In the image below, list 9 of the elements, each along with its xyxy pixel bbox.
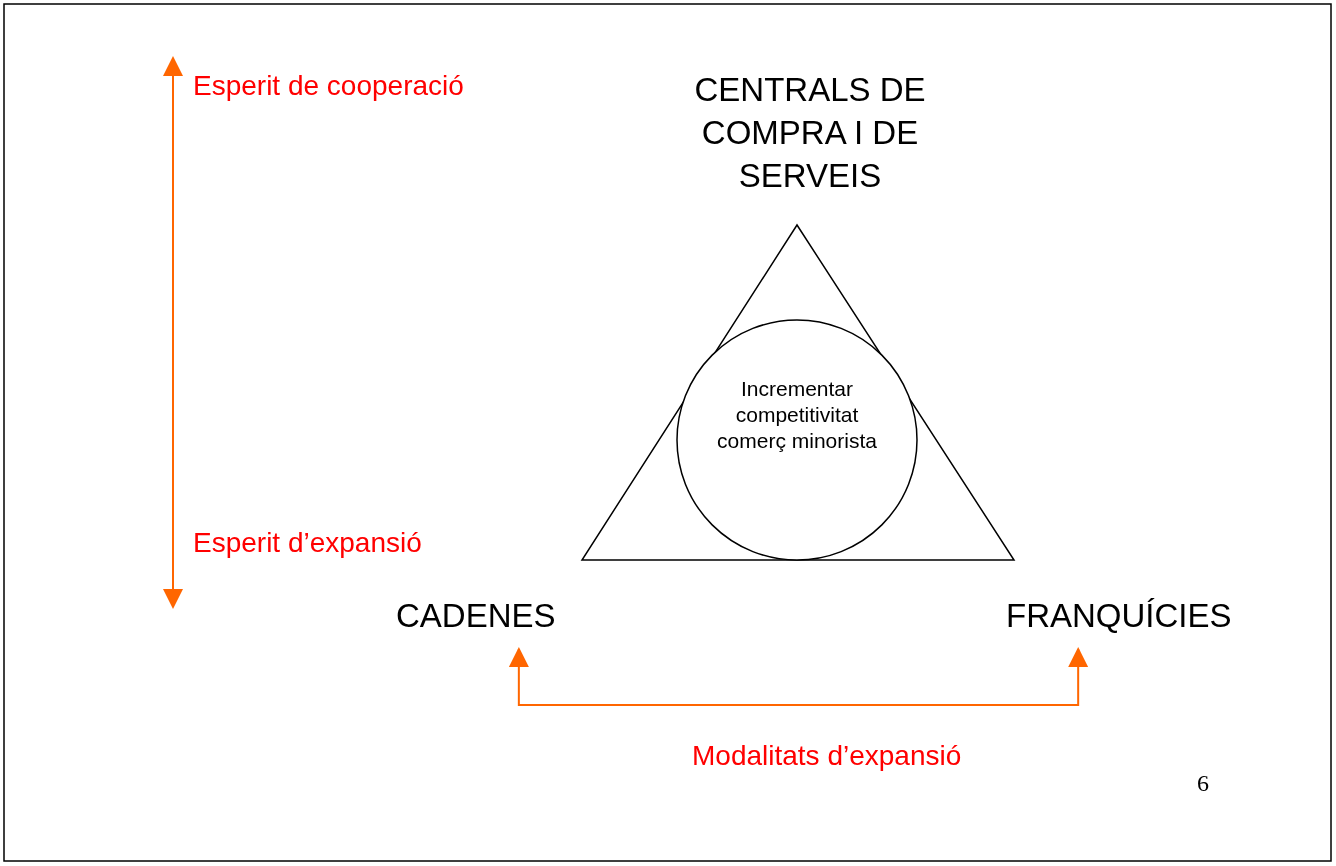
vertex-label: FRANQUÍCIES bbox=[1006, 597, 1232, 635]
circle-label: Incrementar competitivitat comerç minorista bbox=[716, 376, 878, 454]
vertex-label: CADENES bbox=[396, 597, 556, 635]
arrow bbox=[508, 647, 1089, 706]
vertex-label: CENTRALS DE COMPRA I DE SERVEIS bbox=[660, 68, 960, 197]
triangle-shape bbox=[580, 223, 1016, 561]
page-number: 6 bbox=[1197, 770, 1209, 797]
scale-label: Esperit d’expansió bbox=[193, 527, 422, 559]
scale-label: Esperit de cooperació bbox=[193, 70, 464, 102]
